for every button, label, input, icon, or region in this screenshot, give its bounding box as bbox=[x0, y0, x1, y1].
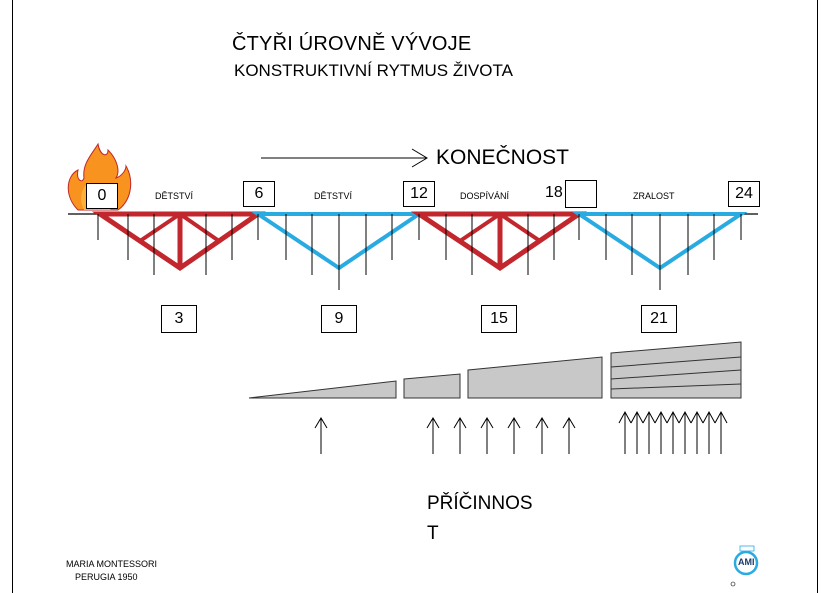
causality-label-line1: PŘÍČINNOS bbox=[427, 493, 533, 514]
stage-label-2: DĚTSTVÍ bbox=[314, 191, 353, 201]
stage-12-15-18-triangle bbox=[410, 211, 588, 272]
stage-label-4: ZRALOST bbox=[633, 191, 675, 201]
finality-label: KONEČNOST bbox=[436, 146, 570, 169]
growth-wedges bbox=[248, 341, 742, 399]
stage-label-3: DOSPÍVÁNÍ bbox=[460, 191, 510, 201]
wedge-3 bbox=[467, 356, 603, 399]
age-box-18-frame bbox=[565, 180, 597, 208]
credit-author: MARIA MONTESSORI bbox=[66, 559, 158, 569]
page-subtitle: KONSTRUKTIVNÍ RYTMUS ŽIVOTA bbox=[234, 61, 513, 80]
age-box-15: 15 bbox=[481, 305, 517, 333]
age-box-12: 12 bbox=[403, 181, 435, 207]
wedge-4 bbox=[610, 341, 742, 399]
ami-logo-text: AMI bbox=[738, 557, 755, 567]
axis-ticks bbox=[97, 214, 742, 290]
finality-arrow bbox=[261, 148, 428, 168]
age-box-6: 6 bbox=[243, 181, 275, 207]
age-box-9: 9 bbox=[321, 305, 357, 333]
stage-label-1: DĚTSTVÍ bbox=[155, 191, 194, 201]
causality-arrows bbox=[314, 410, 728, 454]
age-box-0: 0 bbox=[86, 183, 118, 209]
wedge-2 bbox=[403, 373, 461, 399]
stage-0-3-6-triangle bbox=[91, 211, 267, 272]
age-box-21: 21 bbox=[641, 305, 677, 333]
page-title: ČTYŘI ÚROVNĚ VÝVOJE bbox=[232, 33, 472, 55]
age-label-18: 18 bbox=[545, 184, 563, 201]
ami-logo bbox=[730, 545, 759, 587]
causality-label-line2: T bbox=[427, 523, 439, 544]
wedge-1 bbox=[248, 380, 397, 399]
age-box-3: 3 bbox=[161, 305, 197, 333]
age-box-24: 24 bbox=[728, 181, 760, 207]
credit-place-year: PERUGIA 1950 bbox=[75, 572, 138, 582]
